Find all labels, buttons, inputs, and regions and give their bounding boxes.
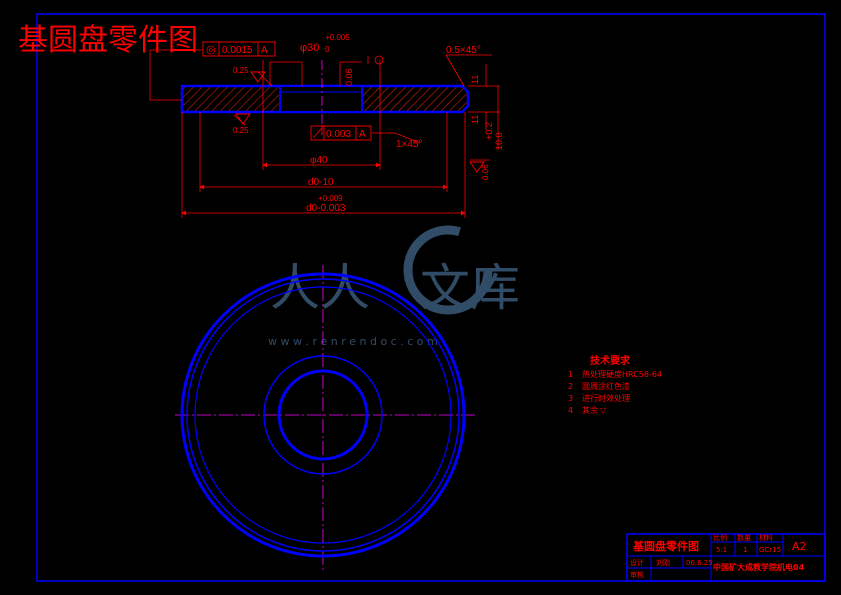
drawing-title: 基圆盘零件图: [18, 23, 198, 58]
thickness-total-value: 10.0: [494, 132, 504, 150]
thickness-1-value: 11: [470, 75, 480, 84]
front-view: [175, 265, 475, 570]
dia-40-value: φ40: [310, 155, 328, 166]
title-block-text: 基圆盘零件图 比例 数量 材料 5:1 1 GCr15 A2 设计 刘刚 06.…: [630, 533, 807, 579]
roughness-symbol-right: [469, 161, 485, 173]
watermark-ring: [403, 225, 493, 315]
dia-outer-upper-tol: +0.009: [318, 194, 343, 203]
tech-heading: 技术要求: [590, 354, 631, 367]
tb-material: GCr15: [759, 546, 781, 554]
thickness-total-upper: +0.2: [484, 122, 494, 140]
section-hatch-left: [182, 86, 280, 112]
section-bore: [279, 85, 363, 113]
chamfer-bottom-value: 1×45°: [396, 139, 423, 150]
chamfer-circle: [186, 278, 460, 552]
tb-sheet: A2: [792, 540, 807, 553]
concentricity-value: 0.0015: [222, 45, 253, 56]
title-block: [626, 533, 826, 582]
concentricity-datum: A: [261, 45, 268, 56]
tb-qty: 1: [743, 546, 747, 554]
second-circle: [194, 286, 452, 544]
tb-col-qty: 数量: [737, 533, 751, 542]
tb-col-scale: 比例: [713, 533, 727, 542]
tb-designer-name: 刘刚: [656, 558, 670, 567]
roughness-symbol-icon: ▽: [600, 406, 607, 415]
tech-item-3-num: 3: [568, 394, 573, 403]
watermark-url: w w w . r e n r e n d o c . c o m: [268, 335, 438, 348]
drawing-frame: [36, 13, 826, 582]
dia-outer-1-value: d0-10: [308, 177, 334, 188]
tech-requirements: 技术要求 1 热处理硬度HRC58-64 2 圆周涂红色漆 3 进行时效处理 4…: [568, 354, 662, 415]
runout-value: 0.003: [326, 129, 351, 140]
tech-item-4-num: 4: [568, 406, 573, 415]
runout-datum: A: [359, 129, 366, 140]
outer-circle: [180, 272, 466, 558]
tech-item-1-text: 热处理硬度HRC58-64: [582, 369, 662, 379]
chamfer-top-value: 0.5×45°: [446, 45, 481, 56]
tb-school: 中国矿大成教学院机电04: [713, 562, 805, 572]
roughness-top-value: 0.25: [233, 66, 249, 75]
roughness-symbol-bottom: [235, 113, 251, 125]
watermark-chars-right: 文库: [420, 259, 520, 317]
tolerance-frame-runout: 0.003 A: [310, 125, 372, 141]
tb-date: 06.6.25: [686, 559, 713, 567]
tech-item-1-num: 1: [568, 370, 573, 379]
tech-item-3-text: 进行时效处理: [582, 393, 630, 403]
bore-diameter: φ30: [300, 42, 319, 54]
tb-designer-label: 设计: [630, 558, 644, 567]
section-view: ◎ 0.0015 A 0.003 A +0.005 φ30 0 0.25 0.2…: [149, 33, 504, 218]
tolerance-frame-concentricity: ◎ 0.0015 A: [202, 41, 276, 57]
watermark-chars-left: 人人: [270, 259, 370, 317]
roughness-symbol-top: [250, 71, 266, 83]
watermark: 人人 文库 w w w . r e n r e n d o c . c o m: [268, 225, 520, 348]
tech-item-2-num: 2: [568, 382, 573, 391]
hub-circle: [263, 355, 383, 475]
roughness-bottom-value: 0.25: [233, 126, 249, 135]
thickness-2-value: 11: [470, 115, 480, 124]
bore-circle: [277, 369, 369, 461]
dia-outer-2-value: d0-0.003: [306, 203, 346, 214]
bore-depth-value: 0.06: [344, 68, 354, 86]
tb-reviewer-label: 审核: [630, 570, 644, 579]
tb-scale: 5:1: [716, 546, 727, 554]
tech-item-4-text: 其余: [582, 405, 598, 415]
tb-col-material: 材料: [759, 533, 773, 542]
bore-upper-tol: +0.005: [325, 33, 350, 42]
bore-lower-tol: 0: [325, 45, 330, 54]
tb-drawing-name: 基圆盘零件图: [632, 539, 699, 553]
section-hatch-right: [362, 86, 468, 112]
concentricity-icon: ◎: [206, 44, 216, 56]
flatness-right-value: 0.06: [481, 164, 490, 180]
tech-item-2-text: 圆周涂红色漆: [582, 381, 630, 391]
